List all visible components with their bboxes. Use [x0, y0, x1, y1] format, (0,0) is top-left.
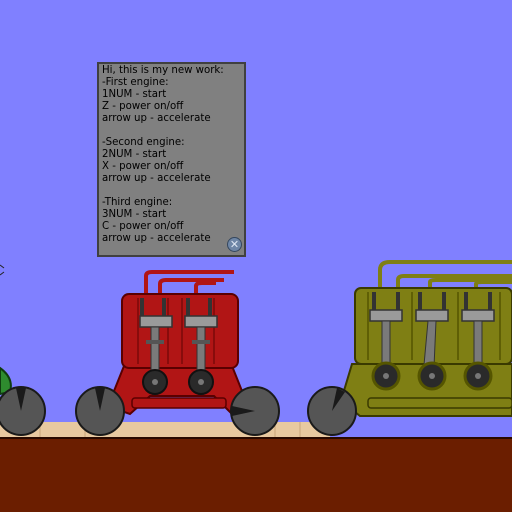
note-line: -First engine: [102, 77, 169, 88]
note-line: 2NUM - start [102, 149, 167, 160]
wheel[interactable] [230, 386, 280, 436]
note-line: 3NUM - start [102, 209, 167, 220]
note-line: 1NUM - start [102, 89, 167, 100]
wheel[interactable] [0, 386, 46, 436]
instructions-note: Hi, this is my new work: -First engine: … [97, 62, 246, 257]
note-line: arrow up - accelerate [102, 113, 211, 124]
plank-track [0, 422, 330, 438]
note-line [102, 185, 241, 197]
note-line: X - power on/off [102, 161, 184, 172]
note-line [102, 125, 241, 137]
note-line: C - power on/off [102, 221, 184, 232]
note-line: arrow up - accelerate [102, 233, 211, 244]
note-line: -Second engine: [102, 137, 185, 148]
ground [0, 437, 512, 512]
wheel[interactable] [75, 386, 125, 436]
wheel[interactable] [307, 386, 357, 436]
note-line: Z - power on/off [102, 101, 184, 112]
red-engine[interactable] [106, 270, 250, 416]
note-line: -Third engine: [102, 197, 173, 208]
close-icon[interactable]: ✕ [227, 237, 242, 252]
note-line: arrow up - accelerate [102, 173, 211, 184]
note-line: Hi, this is my new work: [102, 65, 224, 76]
olive-engine[interactable] [338, 260, 512, 417]
